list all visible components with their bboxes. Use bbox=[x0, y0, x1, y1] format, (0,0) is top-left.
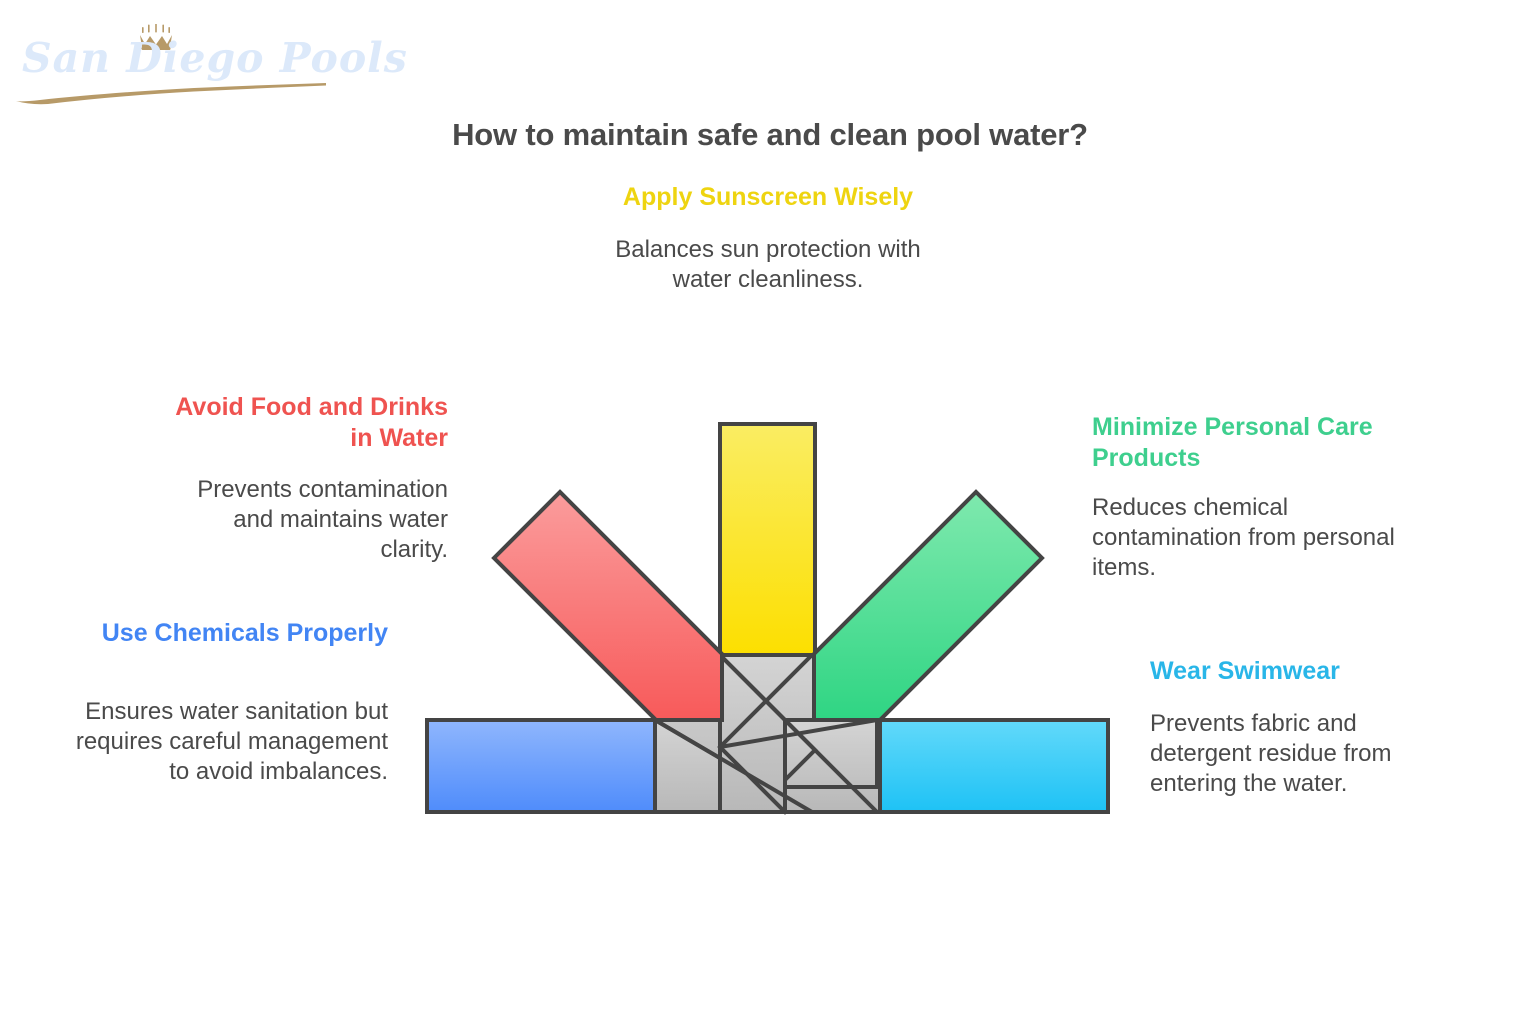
gray-inner-notch bbox=[718, 653, 818, 782]
green-arrow-upright[interactable] bbox=[812, 489, 1045, 722]
callout-swimwear-heading: Wear Swimwear bbox=[1150, 657, 1340, 685]
callout-chemicals-heading: Use Chemicals Properly bbox=[101, 619, 388, 647]
swoosh-underline bbox=[16, 83, 326, 105]
callout-sunscreen: Apply Sunscreen Wisely Balances sun prot… bbox=[592, 182, 944, 295]
red-arrow-upleft[interactable] bbox=[491, 489, 724, 722]
gray-overlap-left bbox=[653, 718, 879, 814]
callout-food-body: Prevents contamination and maintains wat… bbox=[197, 476, 448, 563]
callout-swimwear-body: Prevents fabric and detergent residue fr… bbox=[1150, 709, 1392, 797]
gray-overlap-right bbox=[783, 718, 1030, 814]
callout-personal-care-body: Reduces chemical contamination from pers… bbox=[1092, 494, 1395, 581]
gray-tail-red bbox=[651, 652, 882, 814]
yellow-arrow-up[interactable] bbox=[718, 422, 817, 657]
gray-edge-1 bbox=[718, 653, 879, 814]
callout-food-heading: Avoid Food and Drinks in Water bbox=[175, 393, 448, 452]
callout-swimwear: Wear Swimwear Prevents fabric and deterg… bbox=[1150, 656, 1450, 799]
callout-sunscreen-heading: Apply Sunscreen Wisely bbox=[622, 183, 914, 211]
callout-sunscreen-body: Balances sun protection with water clean… bbox=[615, 235, 921, 293]
callout-personal-care-heading: Minimize Personal Care Products bbox=[1092, 413, 1373, 472]
gray-edge-3 bbox=[719, 718, 878, 749]
callout-chemicals: Use Chemicals Properly Ensures water san… bbox=[60, 618, 388, 787]
brand-wordmark: San Diego Pools bbox=[22, 34, 408, 82]
callout-food: Avoid Food and Drinks in Water Prevents … bbox=[160, 392, 448, 565]
blue-arrow-left[interactable] bbox=[425, 718, 657, 814]
brand-logo[interactable]: San Diego Pools bbox=[14, 18, 407, 105]
gray-tail-yellow bbox=[718, 653, 817, 814]
gray-tail-green bbox=[717, 652, 880, 815]
callout-chemicals-body: Ensures water sanitation but requires ca… bbox=[75, 697, 388, 785]
gray-inner-chevron bbox=[783, 655, 879, 789]
gray-edge-2 bbox=[653, 718, 814, 814]
page-title: How to maintain safe and clean pool wate… bbox=[452, 116, 1088, 152]
crown-icon bbox=[140, 24, 172, 50]
cyan-arrow-right[interactable] bbox=[878, 718, 1110, 814]
callout-personal-care: Minimize Personal Care Products Reduces … bbox=[1092, 412, 1402, 583]
